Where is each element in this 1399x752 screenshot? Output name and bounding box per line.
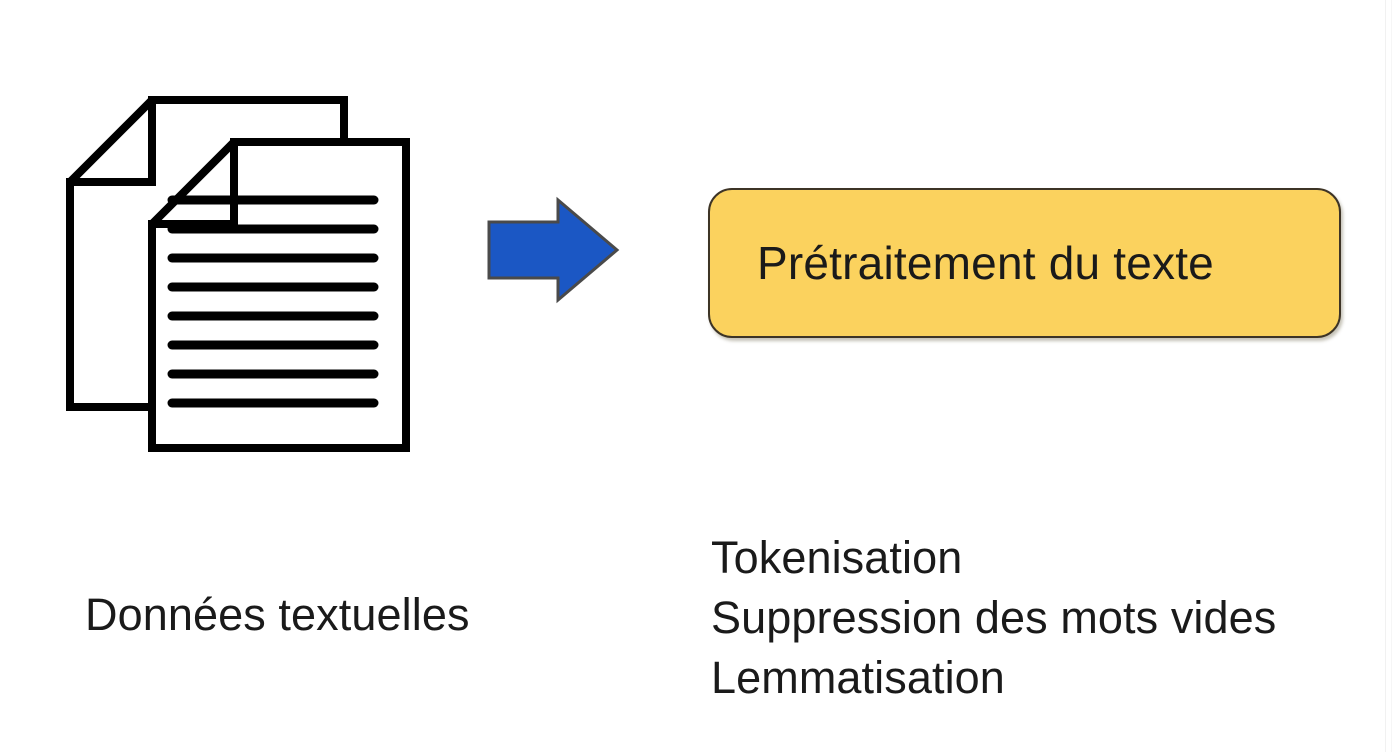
- process-box[interactable]: Prétraitement du texte: [708, 188, 1341, 338]
- list-item: Tokenisation: [711, 532, 963, 583]
- page-edge-line-secondary: [1391, 0, 1392, 752]
- list-item: Lemmatisation: [711, 652, 1005, 703]
- document-text-lines: [167, 195, 379, 408]
- right-arrow-icon: [485, 196, 621, 304]
- list-item: Suppression des mots vides: [711, 592, 1277, 643]
- page-edge-line: [1385, 0, 1386, 752]
- preprocessing-steps-list: Tokenisation Suppression des mots vides …: [711, 528, 1399, 708]
- process-box-label: Prétraitement du texte: [757, 237, 1214, 289]
- source-data-caption: Données textuelles: [85, 589, 470, 640]
- stacked-documents-icon: [58, 88, 418, 460]
